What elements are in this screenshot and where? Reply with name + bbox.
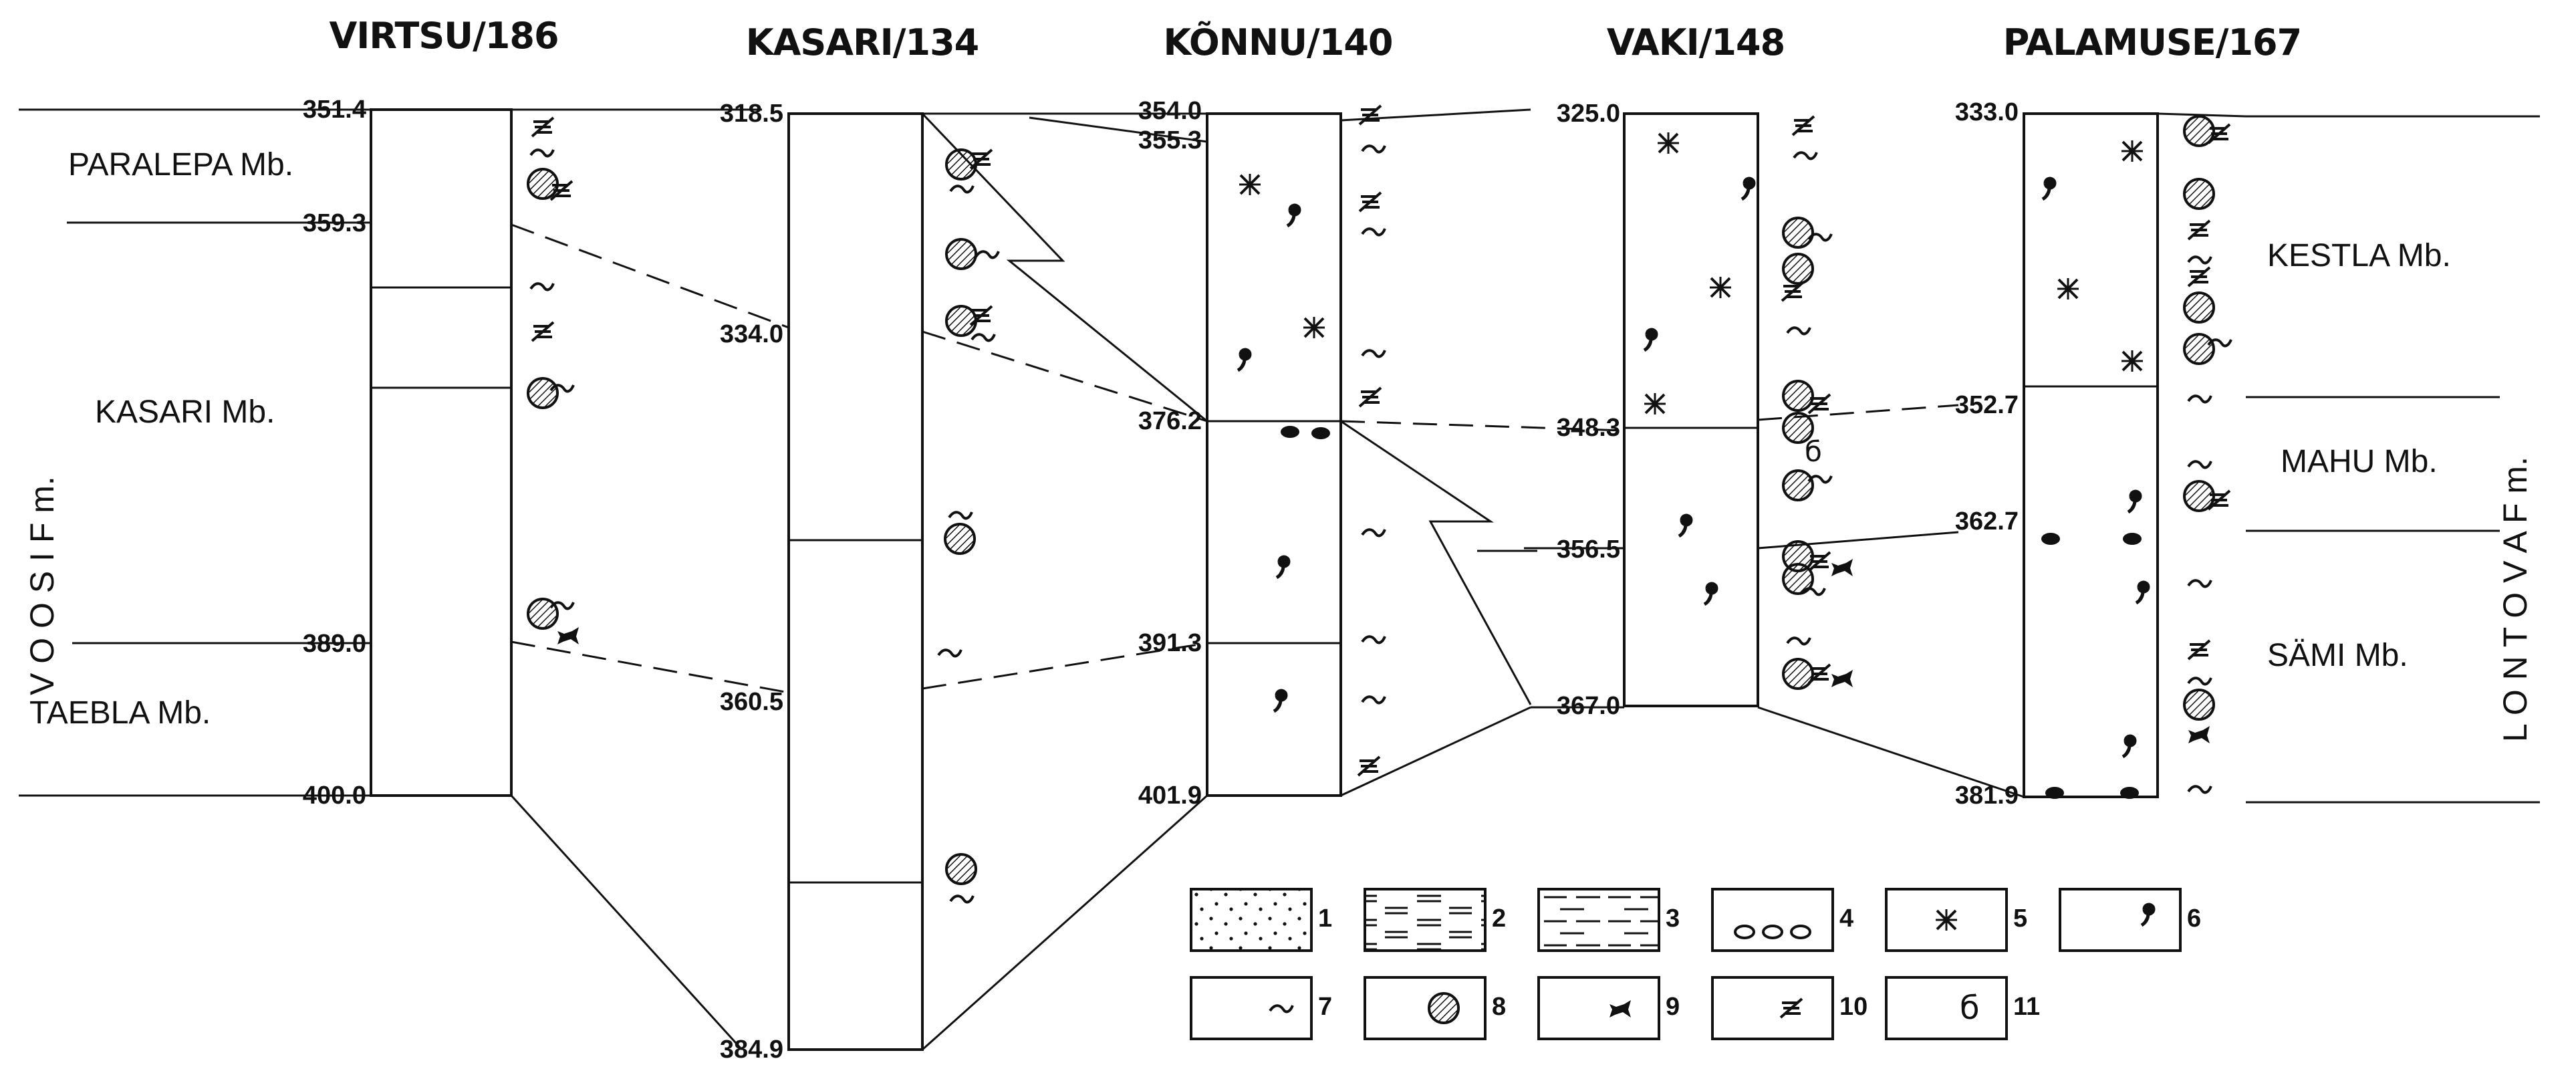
legend-item-5: 5 <box>1885 888 2027 952</box>
svg-text:11: 11 <box>2013 993 2040 1021</box>
legend-item-2: 2 <box>1364 888 1506 952</box>
svg-text:9: 9 <box>1666 993 1680 1021</box>
formation-label-voosi: V O O S I F m. <box>23 476 61 695</box>
well-title-vaki: VAKI/148 <box>1607 21 1785 64</box>
depth-label: 400.0 <box>303 782 366 810</box>
depth-label: 334.0 <box>720 320 783 348</box>
well-title-palamuse: PALAMUSE/167 <box>2003 21 2301 64</box>
b-letter-symbol: б <box>1805 435 1822 468</box>
legend-item-10: 10 <box>1711 976 1867 1040</box>
depth-label: 318.5 <box>720 100 783 128</box>
depth-label: 376.2 <box>1138 407 1202 435</box>
correlation-lines <box>510 108 2246 1051</box>
legend: 1 2 3 4 5 6 7 <box>1190 888 2201 1040</box>
legend-item-9: 9 <box>1537 976 1680 1040</box>
well-title-konnu: KÕNNU/140 <box>1163 21 1392 64</box>
depth-label: 360.5 <box>720 688 783 716</box>
svg-text:6: 6 <box>2187 905 2201 933</box>
member-label-paralepa: PARALEPA Mb. <box>68 147 293 183</box>
depth-label: 362.7 <box>1955 507 2019 535</box>
depth-label: 381.9 <box>1955 782 2019 810</box>
depth-label: 367.0 <box>1557 692 1620 720</box>
legend-item-3: 3 <box>1537 888 1680 952</box>
vaki-fossil-symbols: б <box>1644 115 1853 690</box>
legend-item-1: 1 <box>1190 888 1332 952</box>
formation-label-lontova: L O N T O V A F m. <box>2496 457 2534 742</box>
legend-item-4: 4 <box>1711 888 1853 952</box>
svg-text:1: 1 <box>1318 905 1332 933</box>
legend-item-8: 8 <box>1364 976 1506 1040</box>
member-label-kasari: KASARI Mb. <box>95 394 275 430</box>
well-column-vaki <box>1623 112 1759 707</box>
kasari-fossil-symbols <box>937 148 1000 904</box>
well-column-kasari <box>787 112 924 1051</box>
depth-label: 352.7 <box>1955 391 2019 419</box>
svg-text:4: 4 <box>1839 905 1853 933</box>
svg-text:10: 10 <box>1839 993 1867 1021</box>
depth-label: 351.4 <box>303 96 366 124</box>
depth-label: 401.9 <box>1138 782 1202 810</box>
right-member-boundaries <box>2246 115 2540 804</box>
svg-text:3: 3 <box>1666 905 1680 933</box>
legend-item-7: 7 <box>1190 976 1332 1040</box>
depth-label: 354.0 <box>1138 97 1202 125</box>
legend-item-11: б 11 <box>1885 976 2040 1040</box>
member-label-taebla: TAEBLA Mb. <box>29 695 211 731</box>
well-title-kasari: KASARI/134 <box>746 21 979 64</box>
legend-item-6: 6 <box>2059 888 2201 952</box>
member-label-kestla: KESTLA Mb. <box>2267 238 2451 273</box>
svg-text:8: 8 <box>1492 993 1506 1021</box>
well-column-virtsu <box>370 108 513 797</box>
depth-label: 384.9 <box>720 1036 783 1064</box>
depth-label: 333.0 <box>1955 98 2019 126</box>
depth-label: 359.3 <box>303 209 366 237</box>
left-member-boundaries <box>19 108 371 797</box>
well-column-konnu <box>1206 112 1342 797</box>
depth-label: 325.0 <box>1557 100 1620 128</box>
well-column-palamuse <box>2023 112 2159 798</box>
depth-label: 389.0 <box>303 630 366 658</box>
depth-label: 356.5 <box>1557 535 1620 564</box>
member-label-mahu: MAHU Mb. <box>2281 444 2438 479</box>
member-label-sami: SÄMI Mb. <box>2267 638 2408 673</box>
well-title-virtsu: VIRTSU/186 <box>329 15 558 57</box>
svg-text:б: б <box>1960 989 1980 1027</box>
svg-text:7: 7 <box>1318 993 1332 1021</box>
svg-text:5: 5 <box>2013 905 2027 933</box>
virtsu-fossil-symbols <box>527 116 579 644</box>
svg-text:2: 2 <box>1492 905 1506 933</box>
